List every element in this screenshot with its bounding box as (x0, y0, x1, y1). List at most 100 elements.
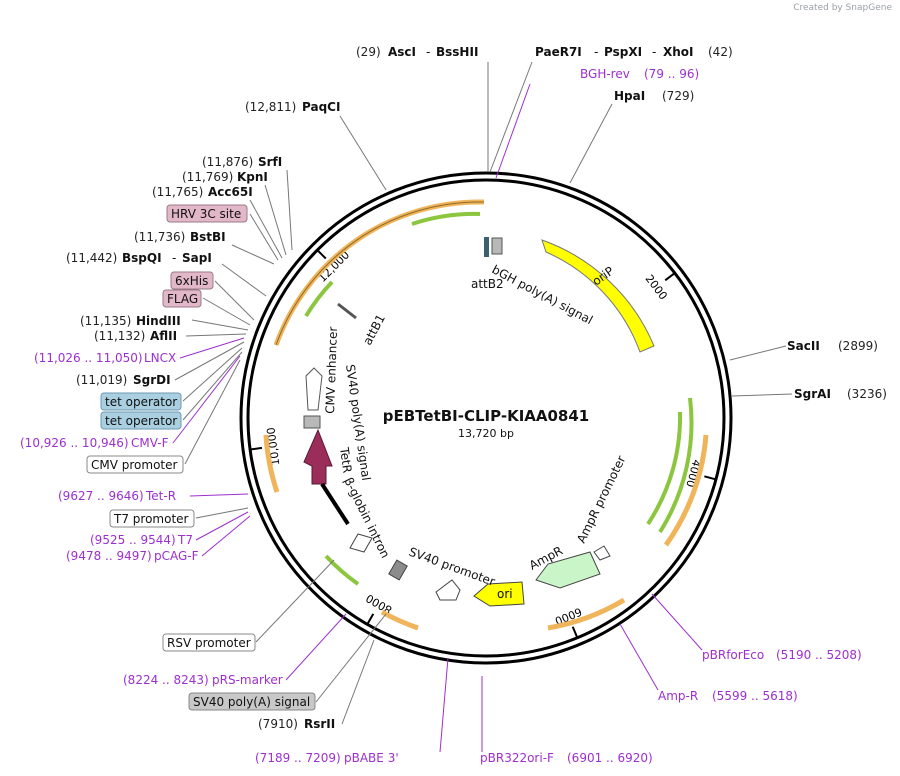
pbabe3-range: (7189 .. 7209) (255, 751, 341, 765)
pbrforeco-range: (5190 .. 5208) (776, 648, 862, 662)
leader-line-19 (172, 355, 241, 444)
leader-line-3 (569, 103, 613, 184)
6xhis-label: 6xHis (175, 274, 208, 288)
prs-marker-label: pRS-marker (212, 673, 283, 687)
lncx-range: (11,026 .. 11,050) (34, 351, 143, 365)
tetr-label: TetR (337, 445, 355, 473)
hpai-pos: (729) (662, 89, 694, 103)
leader-line-8 (249, 213, 279, 261)
dash: - (426, 45, 430, 59)
ascI-label: AscI (388, 45, 416, 59)
t7-range: (9525 .. 9544) (90, 533, 176, 547)
leader-lines (172, 61, 793, 753)
aflii-label: AflII (150, 329, 177, 343)
hrv3c-label: HRV 3C site (171, 207, 241, 221)
tetr-arrow (303, 428, 333, 485)
sgrai-pos: (3236) (847, 387, 887, 401)
leader-line-22 (195, 507, 249, 519)
prs-marker-range: (8224 .. 8243) (123, 673, 209, 687)
leader-line-20 (184, 359, 241, 465)
leader-line-15 (179, 337, 245, 359)
backbone-outer (239, 171, 733, 665)
orf-arc-right-green2 (658, 397, 694, 534)
bspqi-pos: (11,442) (66, 251, 117, 265)
rsrii-pos: (7910) (258, 717, 298, 731)
xhoi-pos: (42) (708, 45, 733, 59)
leader-line-16 (174, 341, 245, 381)
dash: - (172, 251, 176, 265)
orf-arc-green-left (304, 280, 334, 318)
tick-label-3: 8000 (364, 591, 395, 616)
rsv-promoter-box (162, 633, 256, 652)
leader-line-5 (286, 169, 293, 251)
sv40-promoter-arrow (435, 579, 461, 601)
leader-line-32 (731, 393, 793, 397)
cmv-promoter-box (86, 455, 184, 474)
bottom-labels: pBR322ori-F (6901 .. 6920) (7189 .. 7209… (123, 673, 653, 765)
white-arrow-lower-left (349, 533, 373, 553)
plasmid-length: 13,720 bp (458, 427, 514, 440)
leader-line-28 (341, 639, 375, 725)
leader-line-4 (339, 115, 387, 191)
leader-line-13 (191, 319, 249, 331)
tick-label-0: 2000 (642, 272, 669, 302)
leader-line-12 (202, 297, 251, 326)
orf-arcs (263, 199, 709, 631)
orf-arc-left-orange (263, 434, 280, 493)
right-labels: SacII (2899) SgrAI (3236) pBRforEco (519… (658, 339, 887, 703)
hpai-label: HpaI (614, 89, 645, 103)
sacii-pos: (2899) (838, 339, 878, 353)
pcag-f-label: pCAG-F (154, 549, 199, 563)
cmv-enhancer-arrow (305, 367, 323, 411)
hindiii-label: HindIII (136, 314, 181, 328)
cmv-f-label: CMV-F (131, 436, 169, 450)
ampr-promoter-arrow (593, 545, 611, 561)
aflii-pos: (11,132) (94, 329, 145, 343)
sgrdi-label: SgrDI (133, 373, 171, 387)
tet-op1-label: tet operator (105, 395, 177, 409)
bsshii-label: BssHII (436, 45, 478, 59)
leader-line-2 (495, 83, 531, 179)
leader-line-33 (651, 593, 703, 651)
hrv3c-box (166, 204, 248, 223)
cmv-enhancer-label: CMV enhancer (323, 326, 340, 414)
orf-arc-top-left-core (275, 201, 485, 346)
kpni-label: KpnI (237, 170, 268, 184)
leader-line-1 (489, 61, 533, 173)
leader-line-29 (439, 657, 449, 753)
srfi-label: SrfI (258, 155, 282, 169)
backbone-inner (246, 178, 726, 658)
dash: - (652, 45, 656, 59)
pbabe3-label: pBABE 3' (344, 751, 399, 765)
6xhis-box (170, 271, 214, 290)
black-bar (320, 482, 350, 526)
bgh-polya-box (491, 237, 503, 255)
attb2-marker (484, 237, 489, 257)
hindiii-pos: (11,135) (80, 314, 131, 328)
sgrdi-pos: (11,019) (76, 373, 127, 387)
sapi-label: SapI (182, 251, 212, 265)
leader-line-6 (264, 184, 287, 256)
tick-0 (664, 272, 676, 282)
paqci-label: PaqCI (302, 100, 340, 114)
leader-line-11 (214, 280, 255, 321)
beta-globin-box (388, 559, 408, 581)
acc65i-pos: (11,765) (152, 185, 203, 199)
tet-op2-box (100, 411, 182, 430)
left-labels: (11,876) SrfI (11,769) KpnI (11,765) Acc… (20, 155, 282, 563)
xhoi-label: XhoI (663, 45, 694, 59)
srfi-pos: (11,876) (202, 155, 253, 169)
sv40-polya-box-label (188, 692, 316, 711)
tick-4 (249, 446, 263, 451)
attb1-label: attB1 (360, 312, 388, 347)
leader-line-27 (315, 613, 387, 703)
ampr-arrow (535, 551, 601, 589)
leader-line-26 (285, 613, 347, 681)
orf-arc-green-top (411, 211, 481, 226)
attb1-marker (337, 302, 357, 320)
leader-line-31 (729, 345, 787, 361)
lncx-label: LNCX (144, 351, 176, 365)
tick-2 (571, 626, 579, 639)
orf-arc-right-orange (663, 434, 709, 547)
